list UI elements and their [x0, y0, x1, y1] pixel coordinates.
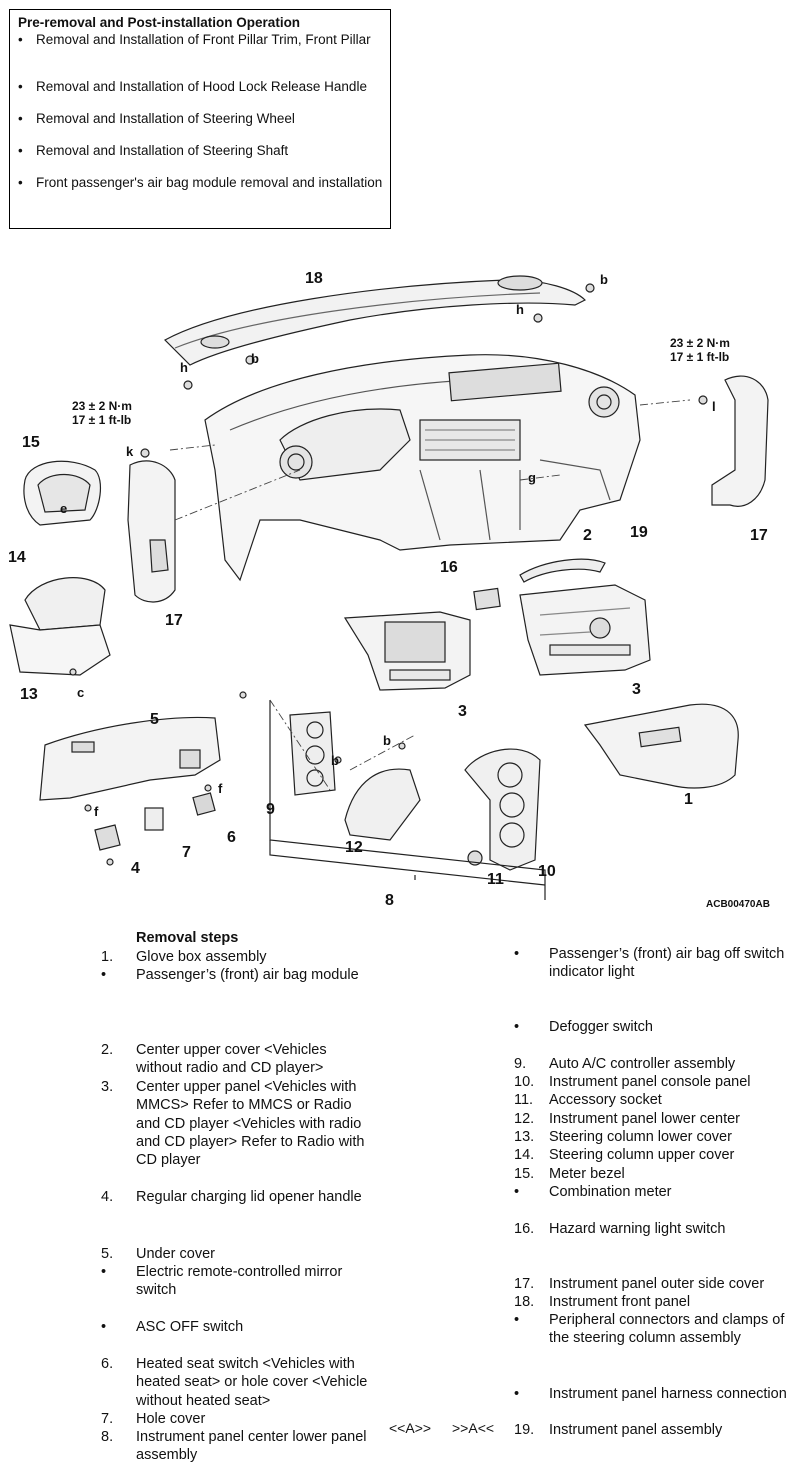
fastener-b: b [600, 272, 608, 287]
prerequisite-item: •Removal and Installation of Hood Lock R… [18, 79, 367, 94]
fastener-f: f [94, 804, 99, 819]
callout-16: 16 [440, 559, 458, 576]
prerequisite-item: •Removal and Installation of Steering Wh… [18, 111, 295, 126]
part-under-cover [39, 716, 221, 801]
fastener-k: k [126, 444, 134, 459]
callout-11: 11 [487, 871, 504, 888]
callout-8: 8 [385, 892, 394, 909]
part-outer-side-cover-left [127, 460, 176, 603]
callout-18: 18 [305, 270, 323, 287]
prerequisite-item: •Front passenger's air bag module remova… [18, 175, 383, 190]
prerequisite-title: Pre-removal and Post-installation Operat… [18, 15, 301, 30]
removal-steps-header: Removal steps [136, 930, 239, 946]
callout-2: 2 [583, 527, 592, 544]
callout-17: 17 [165, 612, 183, 629]
part-hazard-switch [473, 587, 501, 611]
fastener-b: b [331, 753, 339, 768]
callout-5: 5 [150, 711, 159, 728]
fastener-l: l [712, 399, 716, 414]
torque-spec-left: 23 ± 2 N·m [72, 399, 132, 413]
callout-17: 17 [750, 527, 768, 544]
service-point-mark-installation: >>A<< [452, 1420, 495, 1436]
part-heated-seat-switch [192, 792, 216, 816]
torque-spec-right: 17 ± 1 ft-lb [670, 350, 729, 364]
figure-code: ACB00470AB [706, 899, 770, 910]
callout-9: 9 [266, 801, 275, 818]
callout-7: 7 [182, 844, 191, 861]
fastener-h: h [516, 302, 524, 317]
callout-1: 1 [684, 791, 693, 808]
torque-spec-right: 23 ± 2 N·m [670, 336, 730, 350]
fastener-b: b [251, 351, 259, 366]
callout-6: 6 [227, 829, 236, 846]
torque-spec-left: 17 ± 1 ft-lb [72, 413, 131, 427]
part-steering-column-upper-cover [24, 577, 106, 631]
part-ac-controller [289, 711, 336, 796]
part-steering-column-lower-cover [9, 624, 111, 676]
part-instrument-panel-assembly [204, 354, 641, 582]
prerequisite-item: •Removal and Installation of Steering Sh… [18, 143, 289, 158]
fastener-f: f [218, 781, 223, 796]
fastener-g: g [528, 470, 536, 485]
fastener-e: e [60, 501, 67, 516]
callout-10: 10 [538, 863, 556, 880]
callout-19: 19 [630, 524, 648, 541]
part-center-upper-cover [519, 558, 606, 583]
callout-3: 3 [632, 681, 641, 698]
fastener-h: h [180, 360, 188, 375]
callout-12: 12 [345, 839, 363, 856]
part-hole-cover [144, 807, 164, 831]
callout-15: 15 [22, 434, 40, 451]
fastener-b: b [383, 733, 391, 748]
part-outer-side-cover-right [711, 375, 769, 507]
callout-3: 3 [458, 703, 467, 720]
part-instrument-front-panel [164, 279, 587, 366]
prerequisite-box: Pre-removal and Post-installation Operat… [9, 9, 391, 229]
callout-4: 4 [131, 860, 140, 877]
fastener-c: c [77, 685, 84, 700]
callout-13: 13 [20, 686, 38, 703]
part-instrument-panel-lower-center [344, 768, 421, 841]
callout-14: 14 [8, 549, 26, 566]
part-glove-box [583, 703, 739, 789]
service-point-mark-removal: <<A>> [389, 1420, 432, 1436]
prerequisite-item: •Removal and Installation of Front Pilla… [18, 32, 371, 47]
part-center-upper-panel-radio [519, 584, 651, 676]
part-charging-lid-handle [94, 824, 121, 851]
exploded-view-diagram: 18 19 15 17 17 14 13 16 2 3 3 5 1 9 6 7 … [8, 270, 770, 910]
